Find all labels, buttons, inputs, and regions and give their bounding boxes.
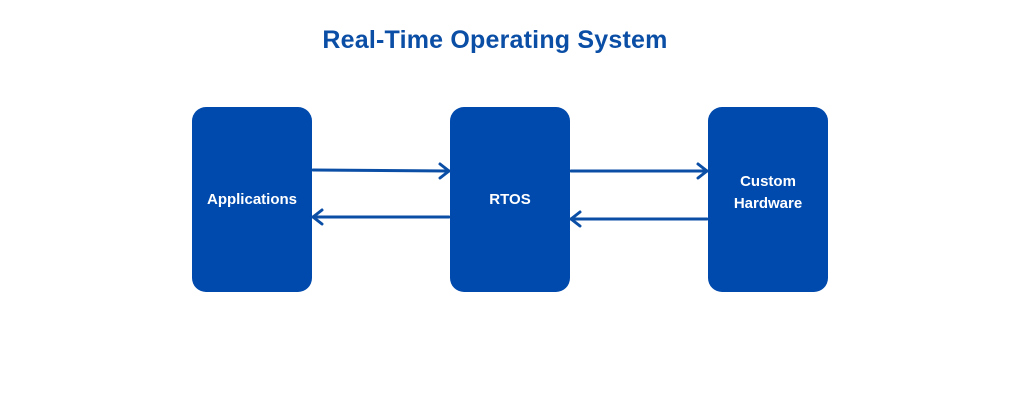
arrow-rtos-to-applications xyxy=(311,208,451,226)
applications-label: Applications xyxy=(206,190,297,208)
arrow-rtos-to-hardware xyxy=(569,162,709,180)
arrow-applications-to-rtos xyxy=(311,162,451,180)
custom-hardware-box: Custom Hardware xyxy=(708,107,828,292)
rtos-label: RTOS xyxy=(489,190,531,208)
rtos-box: RTOS xyxy=(450,107,570,292)
arrow-hardware-to-rtos xyxy=(569,210,709,228)
custom-hardware-label: Custom Hardware xyxy=(733,172,803,212)
applications-box: Applications xyxy=(192,107,312,292)
diagram-title: Real-Time Operating System xyxy=(322,26,668,54)
